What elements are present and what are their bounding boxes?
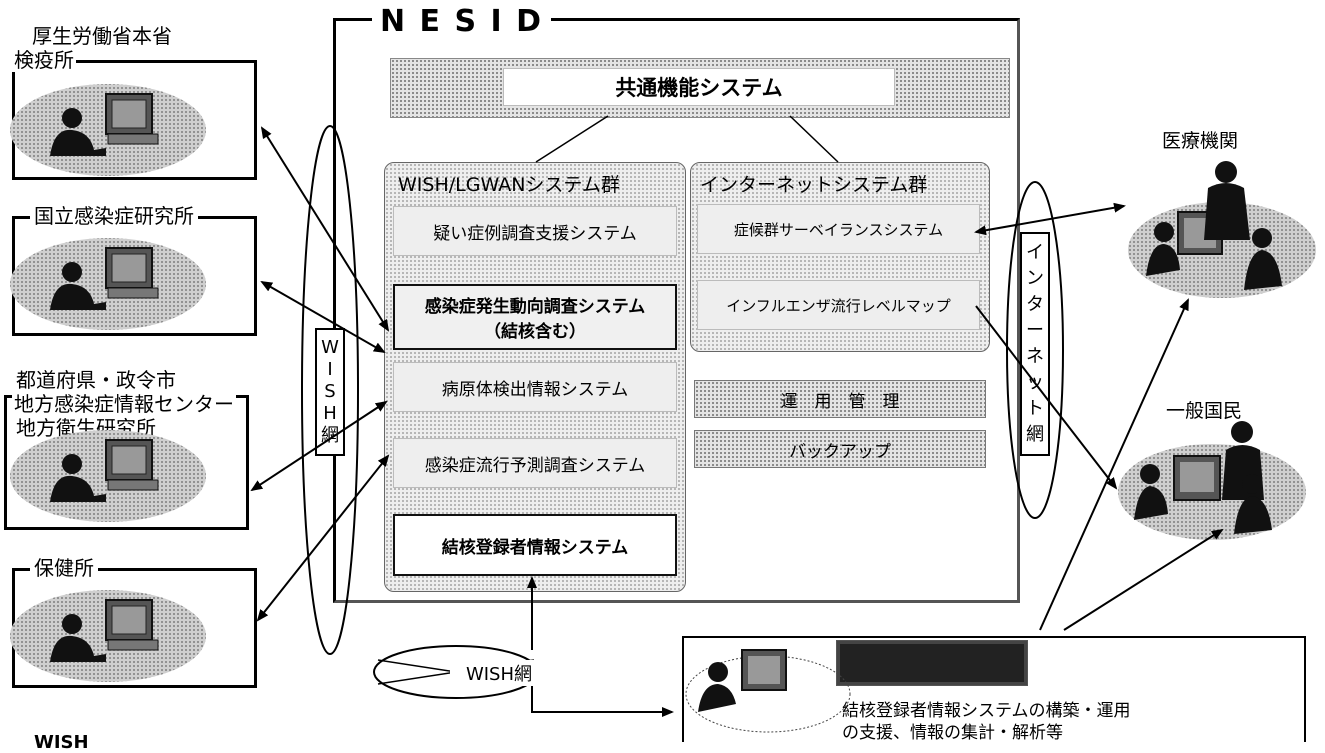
arrow-tb-support (531, 686, 674, 717)
wish-net-vertical-label: W I S H 網 (315, 328, 345, 456)
pref-label-3: 地方衛生研究所 (16, 416, 156, 440)
public-people-icon (1118, 421, 1306, 540)
wish-item-tb: 結核登録者情報システム (393, 514, 677, 576)
wish-v-3: H (323, 403, 337, 424)
wish-item-suspect: 疑い症例調査支援システム (393, 206, 677, 256)
nesid-title: N E S I D (372, 4, 552, 39)
pref-label-2: 地方感染症情報センター (12, 392, 236, 416)
surveillance-line-2: （結核含む） (484, 322, 586, 342)
hc-frame (12, 568, 257, 688)
wish-v-2: S (324, 381, 336, 402)
common-system-box: 共通機能システム (503, 68, 895, 106)
mhlw-frame (12, 60, 257, 180)
hc-label: 保健所 (30, 556, 98, 580)
surveillance-line-1: 感染症発生動向調査システム (424, 297, 646, 317)
wish-bottom-label: WISH網 (466, 664, 532, 685)
inet-v-2: タ (1026, 294, 1044, 315)
internet-item-flu-map: インフルエンザ流行レベルマップ (697, 280, 980, 330)
pref-label-1: 都道府県・政令市 (16, 368, 176, 392)
inet-v-6: ト (1026, 398, 1044, 419)
public-label: 一般国民 (1166, 400, 1243, 422)
internet-item-syndromic: 症候群サーベイランスシステム (697, 204, 980, 254)
backup-box: バックアップ (694, 430, 986, 468)
ops-box: 運 用 管 理 (694, 380, 986, 418)
medical-label: 医療機関 (1162, 130, 1239, 152)
mhlw-label-2: 検疫所 (12, 48, 76, 72)
arrow-to-medical (1039, 298, 1189, 631)
wish-item-pathogen: 病原体検出情報システム (393, 362, 677, 412)
tb-support-box (682, 636, 1306, 742)
wish-item-forecast: 感染症流行予測調査システム (393, 438, 677, 488)
wish-v-1: I (327, 359, 333, 380)
wish-v-0: W (321, 337, 339, 358)
arrow-to-public (1063, 528, 1224, 631)
inet-v-5: ッ (1026, 372, 1044, 393)
redacted-block (836, 640, 1028, 686)
internet-group-title: インターネットシステム群 (700, 174, 928, 196)
internet-net-vertical-label: イ ン タ ー ネ ッ ト 網 (1020, 232, 1050, 456)
tb-support-line-1: 結核登録者情報システムの構築・運用 (842, 701, 1131, 721)
wish-group-title: WISH/LGWANシステム群 (398, 174, 620, 196)
inet-v-1: ン (1026, 268, 1044, 289)
medical-people-icon (1128, 161, 1316, 298)
niid-label: 国立感染症研究所 (30, 204, 198, 228)
wish-v-4: 網 (321, 425, 339, 446)
inet-v-3: ー (1026, 320, 1044, 341)
mhlw-label-1: 厚生労働省本省 (30, 24, 174, 48)
inet-v-4: ネ (1026, 346, 1044, 367)
wish-item-surveillance: 感染症発生動向調査システム （結核含む） (393, 284, 677, 350)
inet-v-0: イ (1026, 242, 1044, 263)
niid-frame (12, 216, 257, 336)
tb-support-line-2: の支援、情報の集計・解析等 (842, 723, 1063, 743)
wish-bottom-ellipse (373, 645, 539, 699)
inet-v-7: 網 (1026, 424, 1044, 445)
footer-label: WISH (34, 732, 89, 753)
